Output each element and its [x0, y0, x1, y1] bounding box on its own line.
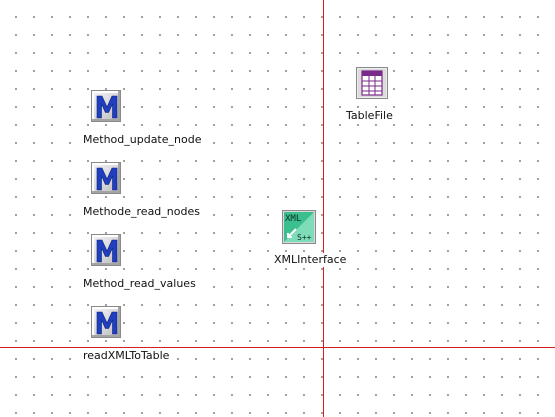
xml-icon-top-text: XML — [285, 214, 301, 224]
node-methode-read-nodes[interactable]: Methode_read_nodes — [82, 160, 232, 222]
node-tablefile[interactable]: TableFile — [340, 64, 410, 126]
node-method-update-node[interactable]: Method_update_node — [82, 88, 232, 150]
method-icon — [91, 234, 121, 266]
node-label: Methode_read_nodes — [82, 205, 201, 219]
node-label: Method_read_values — [82, 277, 197, 291]
vertical-guide-line — [323, 0, 324, 417]
node-label: Method_update_node — [82, 133, 203, 147]
node-label: TableFile — [345, 109, 394, 123]
node-xmlinterface[interactable]: XML S++ XMLInterface — [272, 208, 362, 270]
horizontal-guide-line — [0, 347, 555, 348]
node-label: XMLInterface — [273, 253, 348, 267]
method-icon — [91, 162, 121, 194]
method-icon — [91, 90, 121, 122]
node-readxmltotable[interactable]: readXMLToTable — [82, 304, 232, 366]
node-label: readXMLToTable — [82, 349, 171, 363]
table-file-icon — [356, 67, 388, 99]
xml-icon-bottom-text: S++ — [297, 233, 312, 242]
method-icon — [91, 306, 121, 338]
xml-interface-icon: XML S++ — [282, 210, 316, 244]
node-method-read-values[interactable]: Method_read_values — [82, 232, 232, 294]
